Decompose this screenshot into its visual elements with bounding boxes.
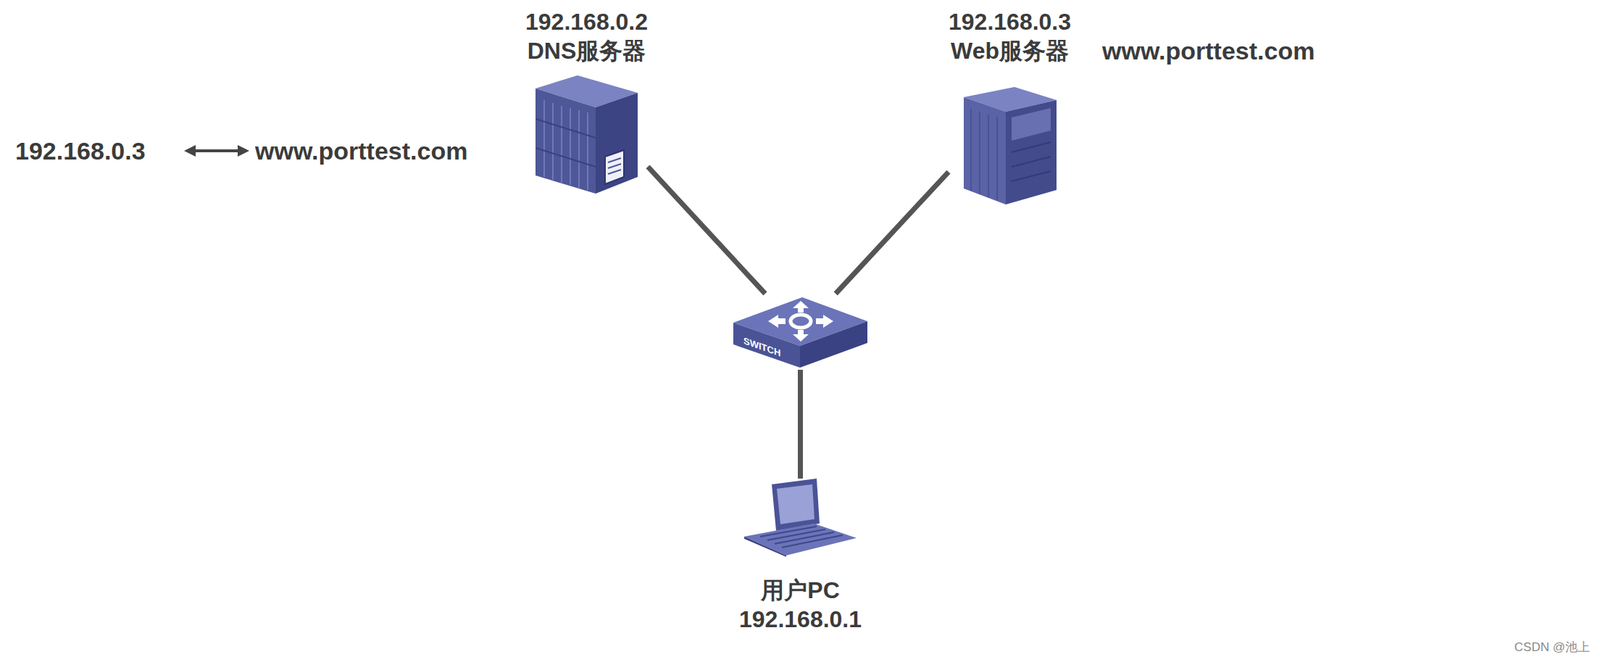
double-arrow (184, 144, 250, 157)
domain-name: www.porttest.com (255, 136, 468, 166)
switch-icon (733, 293, 868, 370)
dns-server-icon (535, 75, 638, 194)
icon-holder (535, 75, 638, 194)
icon-holder (963, 86, 1057, 205)
pc-name: 用户PC (760, 575, 840, 605)
dns-server: 192.168.0.2DNS服务器 (525, 7, 648, 194)
icon-holder (744, 478, 857, 557)
user-pc: 用户PC192.168.0.1 (739, 478, 862, 634)
laptop-icon (744, 478, 857, 557)
watermark: CSDN @池上 (1514, 639, 1590, 655)
ip-address: 192.168.0.1 (739, 604, 862, 634)
ip-address: 192.168.0.3 (15, 136, 146, 166)
web-server-icon (963, 86, 1057, 205)
network-cable (647, 166, 766, 294)
web-server: 192.168.0.3Web服务器 (948, 7, 1072, 205)
ip-address: 192.168.0.3 (948, 7, 1072, 37)
server-name: DNS服务器 (527, 36, 647, 66)
network-cable (797, 369, 803, 479)
domain-name: www.porttest.com (1102, 36, 1315, 66)
network-cable (835, 171, 949, 294)
server-name: Web服务器 (950, 36, 1069, 66)
network-switch: SWITCH (733, 293, 868, 370)
ip-address: 192.168.0.2 (525, 7, 648, 37)
